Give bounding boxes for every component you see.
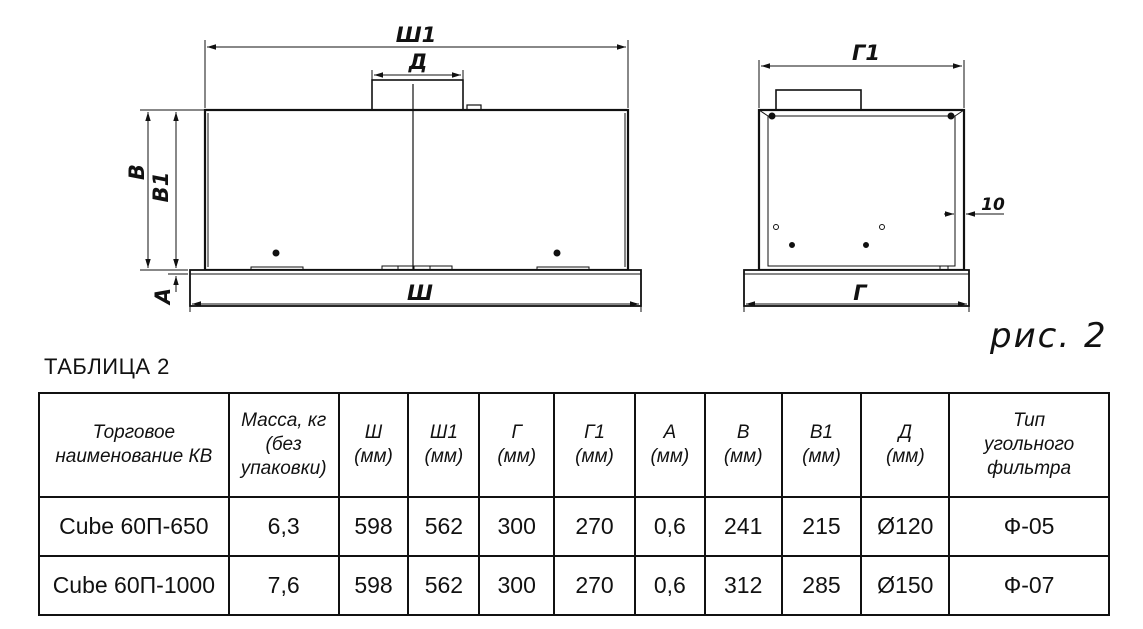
side-dimensions bbox=[743, 60, 1004, 312]
cell-depth: 300 bbox=[478, 555, 556, 616]
label-width-total: Ш1 bbox=[396, 23, 437, 47]
cell-height-total: 312 bbox=[703, 555, 783, 616]
cell-depth: 300 bbox=[478, 496, 556, 557]
table-row: Cube 60П-1000 7,6 598 562 300 270 0,6 31… bbox=[38, 555, 1110, 616]
header-width: Ш(мм) bbox=[337, 392, 410, 498]
header-panel: А(мм) bbox=[633, 392, 706, 498]
figure-caption: рис. 2 bbox=[990, 316, 1108, 356]
cell-duct: Ø120 bbox=[860, 496, 951, 557]
cell-width-total: 562 bbox=[407, 555, 481, 616]
label-depth: Г bbox=[853, 281, 868, 305]
cell-panel: 0,6 bbox=[633, 555, 706, 616]
cell-height-body: 215 bbox=[780, 496, 863, 557]
cell-depth-total: 270 bbox=[553, 555, 636, 616]
label-duct-diameter: Д bbox=[408, 50, 428, 74]
table-row: Cube 60П-650 6,3 598 562 300 270 0,6 241… bbox=[38, 496, 1110, 557]
header-depth: Г(мм) bbox=[478, 392, 556, 498]
label-offset: 10 bbox=[981, 195, 1005, 215]
label-width: Ш bbox=[407, 281, 433, 305]
header-depth-total: Г1(мм) bbox=[553, 392, 636, 498]
cell-duct: Ø150 bbox=[860, 555, 951, 616]
cell-mass: 7,6 bbox=[227, 555, 340, 616]
cell-filter: Ф-07 bbox=[948, 555, 1110, 616]
cell-width-total: 562 bbox=[407, 496, 481, 557]
label-height-total: В bbox=[125, 164, 149, 180]
cell-width: 598 bbox=[337, 555, 410, 616]
cell-name: Cube 60П-650 bbox=[38, 496, 230, 557]
label-depth-total: Г1 bbox=[852, 41, 880, 65]
cell-mass: 6,3 bbox=[227, 496, 340, 557]
front-view bbox=[189, 79, 642, 307]
technical-drawing: Ш1 Д В В1 А Ш Г1 10 Г bbox=[125, 23, 1005, 312]
cell-depth-total: 270 bbox=[553, 496, 636, 557]
cell-height-body: 285 bbox=[780, 555, 863, 616]
cell-height-total: 241 bbox=[703, 496, 783, 557]
front-dimensions bbox=[140, 40, 642, 312]
header-width-total: Ш1(мм) bbox=[407, 392, 481, 498]
header-height-body: В1(мм) bbox=[780, 392, 863, 498]
header-height-total: В(мм) bbox=[703, 392, 783, 498]
cell-width: 598 bbox=[337, 496, 410, 557]
cell-filter: Ф-05 bbox=[948, 496, 1110, 557]
cell-name: Cube 60П-1000 bbox=[38, 555, 230, 616]
side-view bbox=[743, 89, 970, 307]
header-duct: Д(мм) bbox=[860, 392, 951, 498]
cell-panel: 0,6 bbox=[633, 496, 706, 557]
label-panel-thickness: А bbox=[151, 288, 175, 306]
table-title: ТАБЛИЦА 2 bbox=[44, 354, 170, 379]
label-height-body: В1 bbox=[149, 172, 173, 203]
